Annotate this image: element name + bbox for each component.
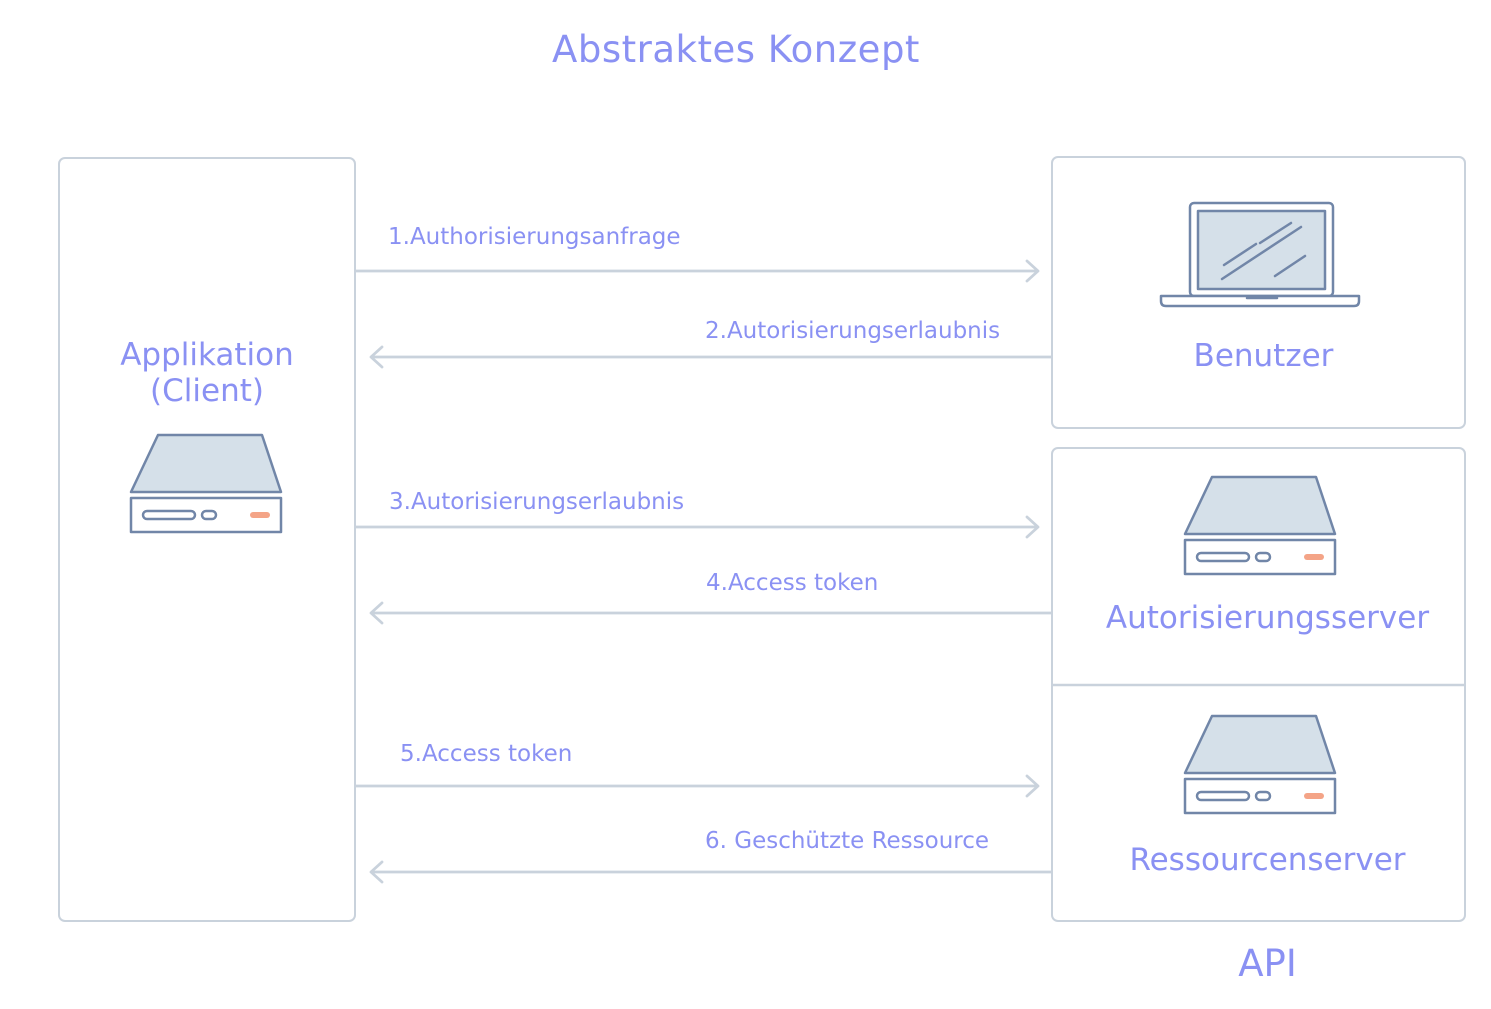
client-label-line2: (Client)	[150, 373, 264, 409]
arrow-step-4	[369, 601, 1053, 625]
arrow-step-5	[354, 774, 1040, 798]
api-label: API	[1238, 942, 1297, 985]
resource-server-label: Ressourcenserver	[1129, 842, 1406, 878]
client-label-line1: Applikation	[120, 337, 294, 373]
client-server-icon	[129, 433, 283, 534]
user-label: Benutzer	[1193, 338, 1334, 374]
user-box	[1051, 156, 1466, 429]
auth-server-icon	[1183, 475, 1337, 576]
arrow-step-1	[354, 259, 1040, 283]
arrow-step-3	[354, 515, 1040, 539]
step-5-label: 5.Access token	[400, 741, 573, 767]
step-3-label: 3.Autorisierungserlaubnis	[389, 489, 685, 515]
client-box	[58, 157, 356, 922]
resource-server-icon	[1183, 714, 1337, 815]
diagram-title: Abstraktes Konzept	[552, 28, 920, 71]
step-4-label: 4.Access token	[706, 570, 879, 596]
step-1-label: 1.Authorisierungsanfrage	[388, 224, 681, 250]
step-6-label: 6. Geschützte Ressource	[705, 828, 990, 854]
arrow-step-6	[369, 860, 1053, 884]
auth-server-label: Autorisierungsserver	[1105, 600, 1430, 636]
arrow-step-2	[369, 345, 1053, 369]
step-2-label: 2.Autorisierungserlaubnis	[705, 318, 1001, 344]
laptop-icon	[1159, 201, 1361, 308]
